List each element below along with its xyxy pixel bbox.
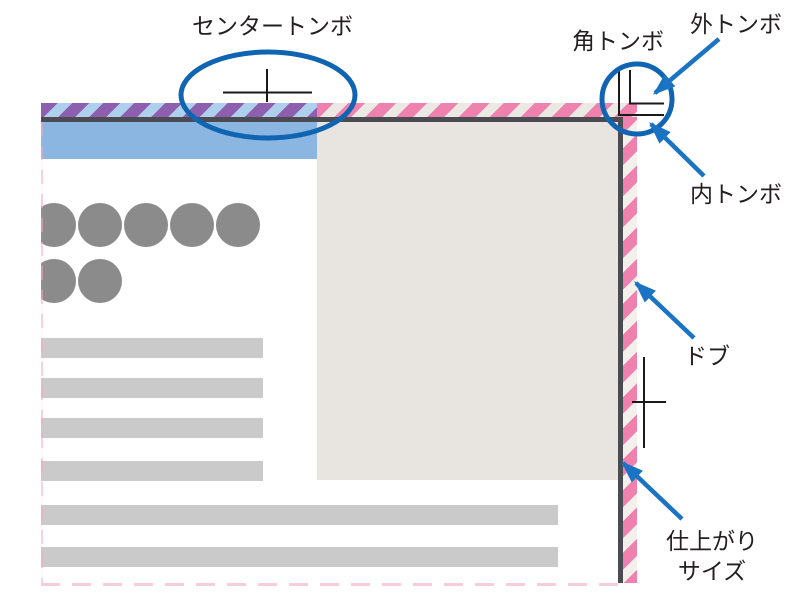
text-bar bbox=[41, 461, 263, 481]
avatar-circle bbox=[78, 203, 122, 247]
bleed-label: ドブ bbox=[684, 343, 730, 369]
header-bar-placeholder bbox=[41, 122, 317, 159]
center-tombo-mark bbox=[223, 69, 312, 102]
avatar-circle bbox=[41, 259, 76, 303]
left-edge-guide bbox=[41, 122, 43, 583]
avatar-circle bbox=[78, 259, 122, 303]
bleed-arrow bbox=[634, 281, 696, 340]
text-bar-wide bbox=[41, 547, 558, 567]
text-bar bbox=[41, 378, 263, 398]
image-placeholder-block bbox=[317, 122, 618, 480]
side-center-tombo-mark bbox=[632, 357, 666, 448]
top-bleed-strip-over-header bbox=[41, 103, 317, 117]
top-bleed-strip-over-image bbox=[317, 103, 637, 117]
inner-tombo-arrow bbox=[649, 122, 706, 178]
corner-tombo-outer-mark bbox=[629, 70, 664, 105]
bottom-edge-guide bbox=[41, 583, 621, 586]
avatar-circle bbox=[124, 203, 168, 247]
avatar-circle-group bbox=[41, 203, 271, 305]
outer-tombo-label: 外トンボ bbox=[690, 11, 782, 37]
center-tombo-label: センタートンボ bbox=[192, 13, 353, 39]
avatar-circle bbox=[170, 203, 214, 247]
finished-size-label-line1: 仕上がり bbox=[666, 528, 758, 554]
outer-tombo-arrow bbox=[652, 37, 721, 95]
inner-tombo-label: 内トンボ bbox=[690, 181, 782, 207]
avatar-circle bbox=[41, 203, 76, 247]
text-bar-wide bbox=[41, 505, 558, 525]
finished-size-label-line2: サイズ bbox=[677, 558, 747, 584]
avatar-circle bbox=[216, 203, 260, 247]
trim-line-right bbox=[618, 117, 623, 583]
corner-tombo-label: 角トンボ bbox=[572, 28, 664, 54]
text-bar bbox=[41, 338, 263, 358]
finished-size-label: 仕上がり サイズ bbox=[650, 526, 774, 586]
right-bleed-strip bbox=[623, 117, 637, 583]
text-bar bbox=[41, 418, 263, 438]
